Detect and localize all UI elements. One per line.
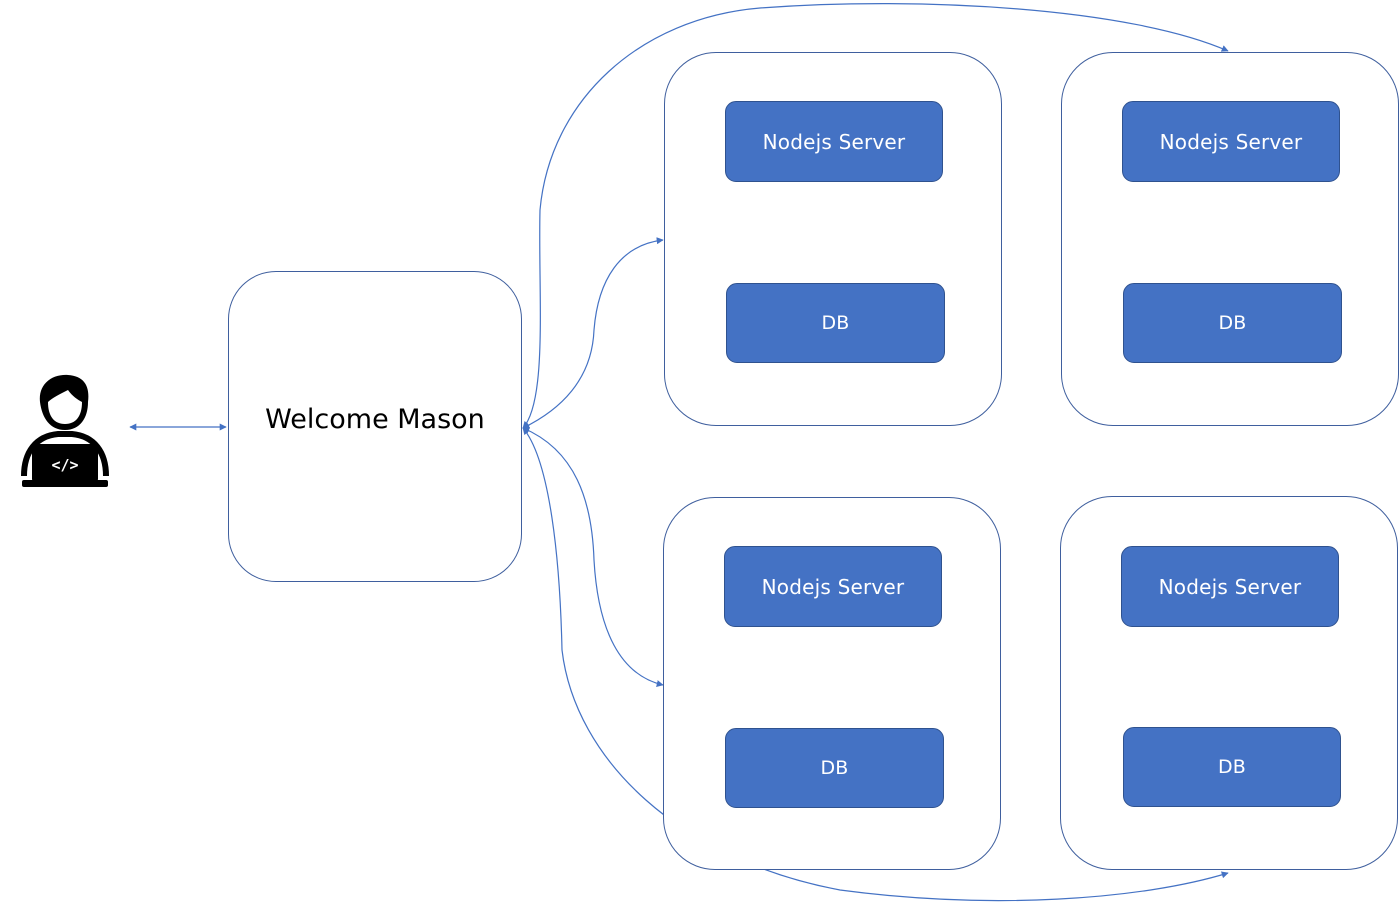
svg-text:</>: </>: [51, 456, 78, 474]
gateway-cluster3-connector: [522, 427, 664, 687]
db-node: DB: [725, 728, 944, 808]
developer-with-laptop-icon: </>: [21, 374, 109, 487]
gateway-box: [228, 271, 522, 582]
db-node: DB: [1123, 283, 1342, 363]
gateway-cluster1-connector: [522, 237, 664, 429]
gateway-label: Welcome Mason: [265, 404, 485, 435]
db-node: DB: [726, 283, 945, 363]
nodejs-server-node: Nodejs Server: [725, 101, 943, 182]
nodejs-server-node: Nodejs Server: [724, 546, 942, 627]
nodejs-server-node: Nodejs Server: [1122, 101, 1340, 182]
nodejs-server-node: Nodejs Server: [1121, 546, 1339, 627]
db-node: DB: [1123, 727, 1341, 807]
gateway-cluster2-connector: [522, 3, 1229, 429]
